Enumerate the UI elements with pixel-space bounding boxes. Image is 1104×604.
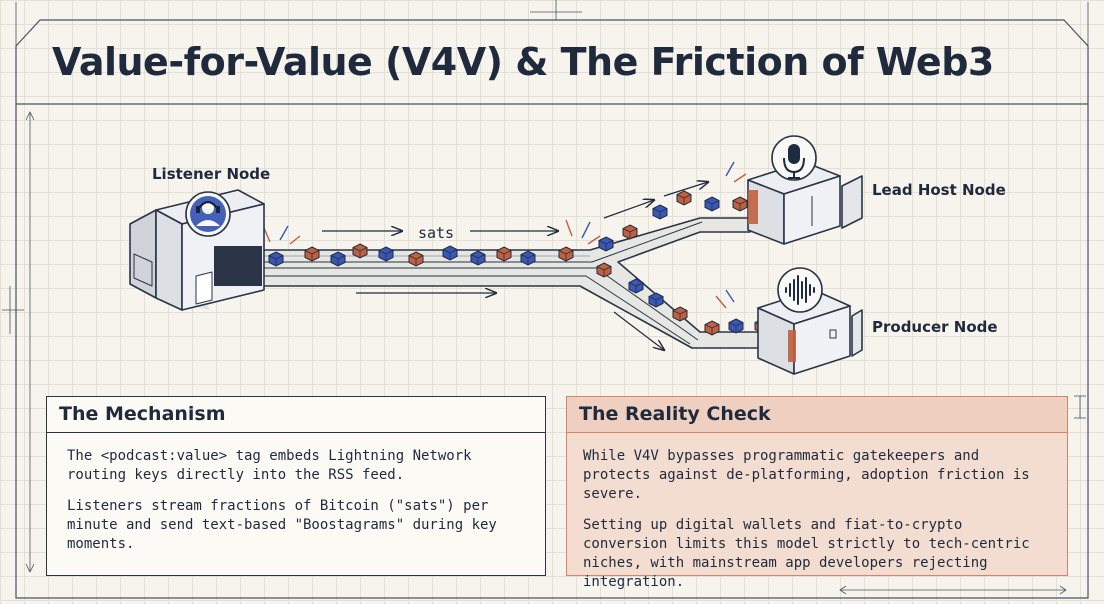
sat-cube-edge (704, 324, 720, 335)
sat-cube-edge (330, 255, 346, 266)
producer-node-label: Producer Node (872, 318, 998, 336)
sat-cube-edge (496, 250, 512, 261)
sat-cube-edge (598, 240, 614, 251)
mechanism-paragraph-1: The <podcast:value> tag embeds Lightning… (67, 448, 472, 483)
sat-cube-edge (520, 254, 536, 265)
sat-cube-edge (596, 266, 612, 277)
sat-cube-edge (728, 322, 744, 333)
spark-marks (263, 161, 787, 327)
sat-cube-edge (622, 228, 638, 239)
mechanism-panel: The Mechanism The <podcast:value> tag em… (46, 396, 546, 576)
sat-cube-edge (442, 249, 458, 260)
reality-check-panel: The Reality Check While V4V bypasses pro… (566, 396, 1068, 590)
mechanism-paragraph-2: Listeners stream fractions of Bitcoin ("… (67, 498, 497, 552)
microphone-icon (771, 135, 817, 181)
sat-cube-edge (628, 282, 644, 293)
flow-label-sats: sats (418, 224, 454, 242)
conveyor-pipes (213, 217, 761, 349)
sat-cube-edge (648, 296, 664, 307)
lead-host-node-label: Lead Host Node (872, 181, 1006, 199)
flow-arrows (322, 182, 708, 350)
sat-cube-edge (268, 255, 284, 266)
sound-wave-icon (777, 267, 823, 313)
reality-check-paragraph-2: Setting up digital wallets and fiat-to-c… (583, 517, 1030, 590)
listener-node (129, 189, 265, 311)
reality-check-paragraph-1: While V4V bypasses programmatic gatekeep… (583, 448, 1030, 502)
sat-cube-edge (352, 247, 368, 258)
page-title: Value-for-Value (V4V) & The Friction of … (52, 40, 994, 84)
sat-cube-edge (652, 208, 668, 219)
sat-cube-edge (732, 200, 748, 211)
sat-cube-edge (408, 255, 424, 266)
headset-user-icon (185, 191, 231, 237)
sat-cube-edge (704, 200, 720, 211)
sat-cube-edge (676, 194, 692, 205)
listener-node-label: Listener Node (152, 165, 271, 183)
mechanism-heading: The Mechanism (47, 397, 545, 433)
reality-check-heading: The Reality Check (567, 397, 1067, 433)
sat-cube-edge (304, 250, 320, 261)
sat-cube-edge (558, 250, 574, 261)
sat-cube-edge (672, 310, 688, 321)
sat-cube-edge (378, 250, 394, 261)
sat-cube-edge (470, 254, 486, 265)
